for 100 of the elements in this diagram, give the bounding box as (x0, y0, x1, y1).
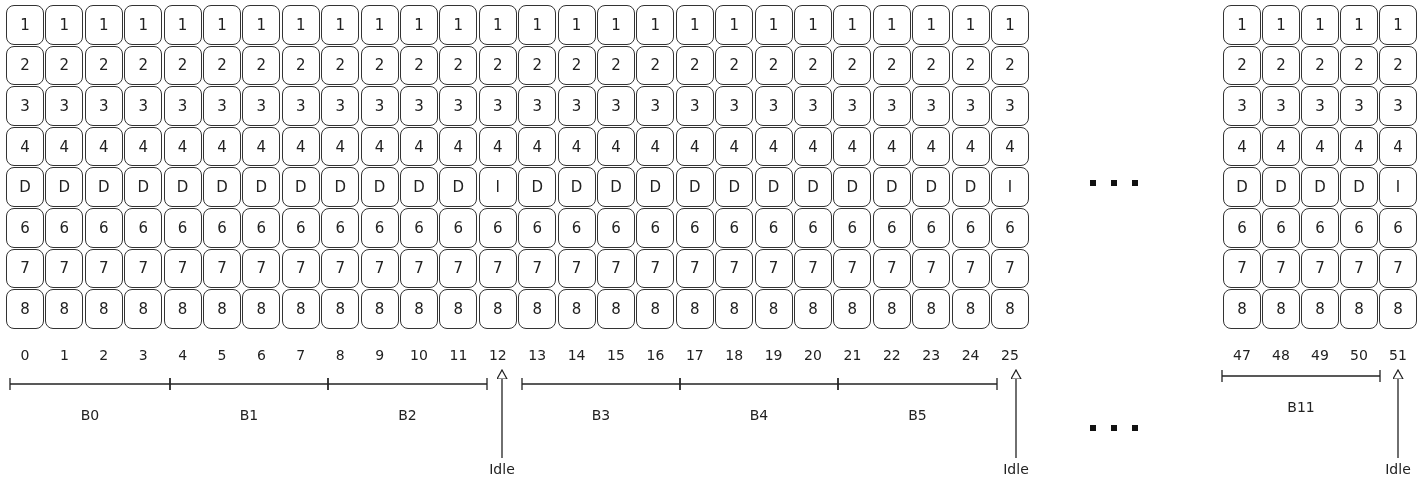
table-cell: 1 (951, 5, 990, 45)
table-cell: 3 (400, 86, 438, 126)
arrow (1010, 369, 1022, 459)
column-number: 0 (20, 346, 30, 364)
column-number: 17 (685, 346, 704, 364)
table-cell: 8 (951, 289, 990, 329)
table-cell: 3 (1301, 86, 1339, 126)
table-cell: 4 (1223, 126, 1261, 167)
table-cell: 3 (794, 86, 832, 126)
table-cell: 2 (281, 45, 320, 86)
table-cell: 2 (203, 45, 241, 86)
table-cell: 6 (991, 208, 1029, 248)
column-number: 51 (1389, 346, 1407, 364)
table-cell: 6 (1262, 208, 1300, 248)
table-cell: 8 (872, 289, 911, 329)
table-cell: 8 (1262, 289, 1300, 329)
table-cell: 1 (715, 5, 754, 45)
table-cell: 6 (321, 208, 360, 248)
column-number: 15 (607, 346, 625, 364)
table-cell: 8 (715, 289, 754, 329)
table-cell: 7 (400, 248, 438, 289)
table-cell: 7 (951, 248, 990, 289)
table-cell: D (1262, 167, 1300, 207)
table-cell: D (281, 167, 320, 207)
table-cell: 8 (518, 289, 557, 329)
table-cell: 7 (242, 248, 281, 289)
table-cell: 7 (872, 248, 911, 289)
table-cell: 1 (281, 5, 320, 45)
table-cell: 3 (715, 86, 754, 126)
table-cell: D (124, 167, 163, 207)
table-cell: D (84, 167, 123, 207)
table-cell: 7 (518, 248, 557, 289)
table-cell: D (675, 167, 714, 207)
table-cell: 7 (6, 248, 44, 289)
table-cell: 2 (754, 45, 793, 86)
table-cell: 2 (84, 45, 123, 86)
block-label: B4 (749, 406, 769, 424)
table-cell: 2 (321, 45, 360, 86)
table-cell: 4 (281, 126, 320, 167)
table-cell: 3 (1223, 86, 1261, 126)
table-cell: 1 (597, 5, 635, 45)
table-cell: 7 (1301, 248, 1339, 289)
table-cell: 6 (1379, 208, 1417, 248)
table-cell: 6 (597, 208, 635, 248)
table-cell: 8 (281, 289, 320, 329)
table-cell: 7 (439, 248, 478, 289)
table-cell: 1 (912, 5, 951, 45)
table-cell: 6 (1340, 208, 1378, 248)
table-cell: 6 (557, 208, 596, 248)
idle-label: Idle (1003, 460, 1029, 478)
table-cell: D (439, 167, 478, 207)
table-cell: 4 (6, 126, 44, 167)
table-cell: 4 (84, 126, 123, 167)
table-cell: 6 (281, 208, 320, 248)
table-cell: 4 (1262, 126, 1300, 167)
table-cell: D (518, 167, 557, 207)
table-cell: 6 (400, 208, 438, 248)
table-cell: 7 (715, 248, 754, 289)
table-cell: I (1379, 167, 1417, 207)
table-cell: 8 (794, 289, 832, 329)
table-cell: 6 (1223, 208, 1261, 248)
table-cell: 4 (872, 126, 911, 167)
table-cell: 6 (754, 208, 793, 248)
table-cell: 8 (400, 289, 438, 329)
table-cell: 8 (478, 289, 517, 329)
table-cell: 3 (597, 86, 635, 126)
table-cell: 4 (203, 126, 241, 167)
table-cell: 8 (1301, 289, 1339, 329)
table-cell: D (872, 167, 911, 207)
table-cell: 1 (1223, 5, 1261, 45)
table-cell: 7 (45, 248, 84, 289)
table-cell: 1 (242, 5, 281, 45)
table-cell: D (912, 167, 951, 207)
table-cell: 2 (1340, 45, 1378, 86)
table-cell: 8 (45, 289, 84, 329)
table-cell: 3 (242, 86, 281, 126)
block-label: B0 (80, 406, 100, 424)
table-cell: 2 (360, 45, 399, 86)
table-cell: D (636, 167, 675, 207)
column-number: 50 (1350, 346, 1368, 364)
table-cell: D (597, 167, 635, 207)
table-cell: 3 (675, 86, 714, 126)
table-cell: 6 (203, 208, 241, 248)
table-cell: 7 (203, 248, 241, 289)
table-cell: 3 (872, 86, 911, 126)
column-number: 23 (922, 346, 941, 364)
table-cell: 1 (6, 5, 44, 45)
table-cell: 2 (124, 45, 163, 86)
table-cell: 4 (794, 126, 832, 167)
table-cell: 2 (6, 45, 44, 86)
table-cell: 3 (991, 86, 1029, 126)
table-cell: D (1223, 167, 1261, 207)
table-cell: 3 (84, 86, 123, 126)
column-number: 3 (138, 346, 148, 364)
table-cell: 4 (1340, 126, 1378, 167)
table-cell: 4 (400, 126, 438, 167)
table-cell: 3 (754, 86, 793, 126)
table-cell: 3 (557, 86, 596, 126)
table-cell: D (321, 167, 360, 207)
table-cell: 8 (1340, 289, 1378, 329)
